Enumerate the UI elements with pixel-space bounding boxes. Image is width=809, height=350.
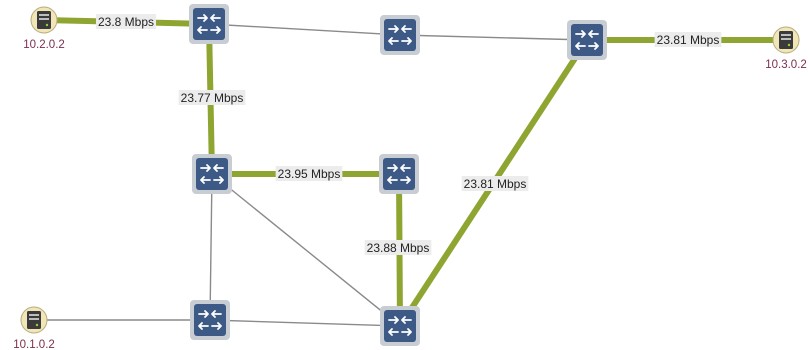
bandwidth-text: 23.88 Mbps bbox=[367, 241, 430, 255]
switch-arrows-icon bbox=[198, 310, 222, 330]
link-bandwidth-label: 23.95 Mbps bbox=[275, 166, 343, 181]
switch-node-s1[interactable] bbox=[189, 4, 229, 44]
switch-arrows-icon bbox=[388, 316, 412, 336]
switch-body bbox=[383, 158, 415, 190]
switch-body bbox=[384, 19, 416, 51]
label-background bbox=[364, 240, 432, 255]
label-background bbox=[95, 14, 157, 29]
host-node-h3[interactable]: 10.1.0.2 bbox=[13, 306, 55, 350]
switch-arrows-icon bbox=[387, 164, 411, 184]
switch-body bbox=[194, 304, 226, 336]
switch-arrows-icon bbox=[197, 14, 221, 34]
switch-node-s2[interactable] bbox=[380, 15, 420, 55]
link-bandwidth-label: 23.77 Mbps bbox=[178, 90, 246, 105]
label-background bbox=[461, 176, 529, 191]
server-icon bbox=[37, 11, 51, 29]
host-ip-label: 10.2.0.2 bbox=[23, 39, 65, 51]
host-ip-label: 10.1.0.2 bbox=[13, 339, 55, 350]
bandwidth-text: 23.95 Mbps bbox=[278, 167, 341, 181]
switch-node-s4[interactable] bbox=[192, 154, 232, 194]
switch-node-s6[interactable] bbox=[190, 300, 230, 340]
link-s4-s6[interactable] bbox=[209, 173, 213, 321]
host-ip-label: 10.3.0.2 bbox=[765, 59, 807, 71]
bandwidth-text: 23.81 Mbps bbox=[464, 177, 527, 191]
link-bandwidth-label: 23.88 Mbps bbox=[364, 240, 432, 255]
host-node-h1[interactable]: 10.2.0.2 bbox=[23, 6, 65, 51]
switch-arrows-icon bbox=[388, 25, 412, 45]
link-s6-s7[interactable] bbox=[209, 319, 401, 327]
host-node-h2[interactable]: 10.3.0.2 bbox=[765, 26, 807, 71]
switch-node-s7[interactable] bbox=[380, 306, 420, 346]
label-background bbox=[275, 166, 343, 181]
link-labels-layer: 23.8 Mbps 23.81 Mbps 23.77 Mbps 23.95 Mbps 2… bbox=[95, 14, 722, 255]
label-background bbox=[654, 32, 722, 47]
label-background bbox=[178, 90, 246, 105]
bandwidth-text: 23.77 Mbps bbox=[181, 91, 244, 105]
server-icon bbox=[27, 311, 41, 329]
nodes-layer: 10.2.0.2 10.3.0.2 10.1.0.2 bbox=[13, 4, 807, 350]
switch-body bbox=[571, 24, 603, 56]
link-s4-s7[interactable] bbox=[211, 173, 401, 327]
link-bandwidth-label: 23.81 Mbps bbox=[461, 176, 529, 191]
switch-arrows-icon bbox=[200, 164, 224, 184]
server-icon bbox=[779, 31, 793, 49]
switch-arrows-icon bbox=[575, 30, 599, 50]
switch-body bbox=[196, 158, 228, 190]
bandwidth-text: 23.8 Mbps bbox=[98, 15, 154, 29]
bandwidth-text: 23.81 Mbps bbox=[657, 33, 720, 47]
switch-body bbox=[193, 8, 225, 40]
switch-node-s3[interactable] bbox=[567, 20, 607, 60]
switch-node-s5[interactable] bbox=[379, 154, 419, 194]
switch-body bbox=[384, 310, 416, 342]
link-s1-s2[interactable] bbox=[208, 23, 401, 36]
link-bandwidth-label: 23.8 Mbps bbox=[95, 14, 157, 29]
link-s2-s3[interactable] bbox=[399, 34, 588, 41]
link-bandwidth-label: 23.81 Mbps bbox=[654, 32, 722, 47]
